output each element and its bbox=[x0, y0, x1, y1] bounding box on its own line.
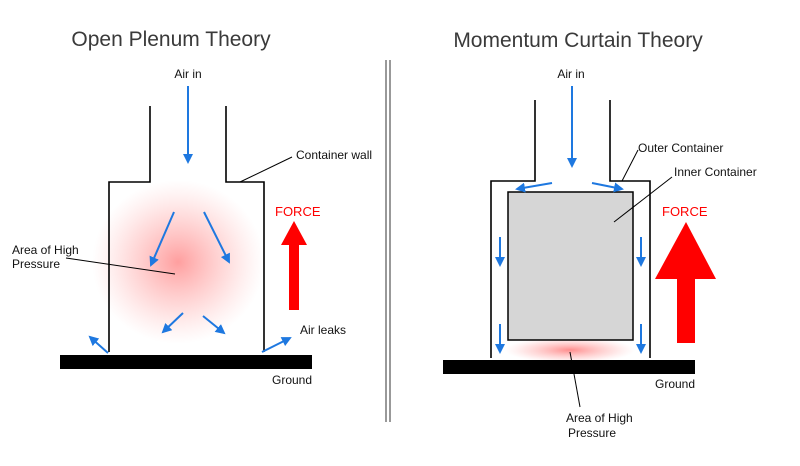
left-title: Open Plenum Theory bbox=[71, 28, 271, 51]
right-area-label-line1: Area of High bbox=[566, 411, 633, 425]
left-ground bbox=[60, 355, 312, 369]
right-ground bbox=[443, 360, 695, 374]
right-leader-lines bbox=[569, 149, 673, 408]
left-area-label-line1: Area of High bbox=[12, 243, 79, 257]
left-airflow-arrows bbox=[88, 86, 292, 354]
right-flow-arrow bbox=[515, 182, 553, 193]
inner-container bbox=[507, 191, 634, 341]
left-air-in-label: Air in bbox=[174, 67, 201, 81]
left-leak-arrow bbox=[88, 335, 109, 354]
right-air-in-label: Air in bbox=[557, 67, 584, 81]
left-leak-arrow bbox=[261, 337, 292, 353]
outer-container-label: Outer Container bbox=[638, 141, 723, 155]
center-divider bbox=[385, 60, 391, 422]
left-flow-arrow bbox=[202, 315, 226, 335]
left-force-label: FORCE bbox=[275, 204, 321, 219]
outer-container-wall bbox=[490, 100, 651, 358]
right-force-label: FORCE bbox=[662, 204, 708, 219]
right-high-pressure-area bbox=[505, 337, 635, 363]
right-area-label-line2: Pressure bbox=[568, 426, 616, 440]
left-leader-lines bbox=[65, 156, 293, 275]
left-flow-arrow bbox=[149, 211, 175, 267]
air-leaks-label: Air leaks bbox=[300, 323, 346, 337]
right-flow-arrow bbox=[591, 182, 624, 193]
left-container-wall bbox=[108, 106, 265, 352]
right-ground-label: Ground bbox=[655, 377, 695, 391]
left-high-pressure-area bbox=[92, 180, 264, 344]
right-title: Momentum Curtain Theory bbox=[453, 29, 703, 52]
container-wall-label: Container wall bbox=[296, 148, 372, 162]
left-area-label-line2: Pressure bbox=[12, 257, 60, 271]
left-ground-label: Ground bbox=[272, 373, 312, 387]
right-force-arrow bbox=[655, 222, 716, 343]
right-airflow-arrows bbox=[495, 86, 646, 354]
left-flow-arrow bbox=[203, 211, 230, 264]
left-force-arrow bbox=[281, 221, 307, 310]
left-flow-arrow bbox=[161, 312, 184, 334]
inner-container-label: Inner Container bbox=[674, 165, 757, 179]
